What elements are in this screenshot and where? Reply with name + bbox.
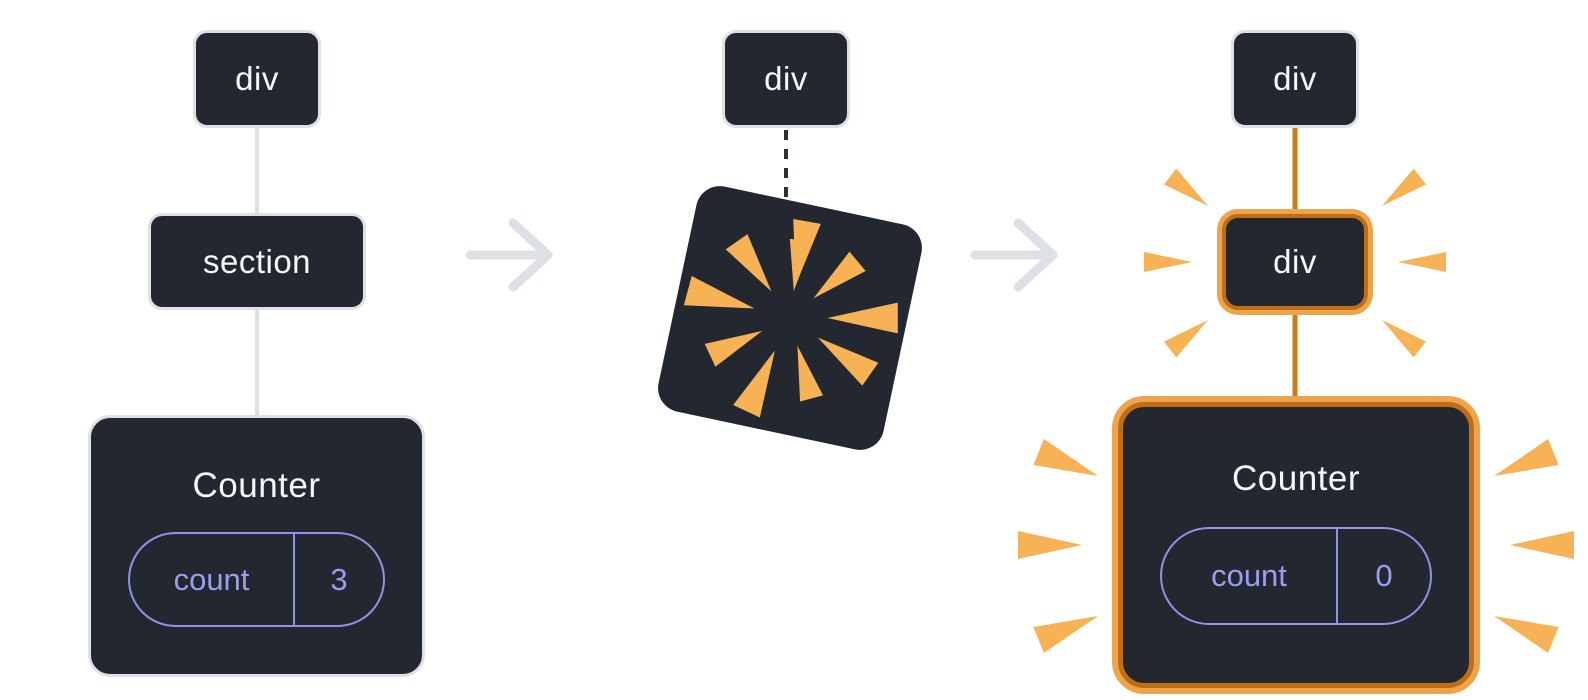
dom-node-label: div bbox=[1273, 243, 1317, 280]
dom-node-label: section bbox=[202, 242, 312, 280]
component-name: Counter bbox=[192, 466, 321, 505]
dom-node-div: div bbox=[1231, 30, 1359, 128]
state-value: 3 bbox=[293, 534, 383, 625]
state-key: count bbox=[173, 561, 250, 597]
state-key: count bbox=[1211, 558, 1287, 593]
state-value: 0 bbox=[1336, 529, 1430, 623]
explosion-spark-icon bbox=[683, 219, 898, 418]
dom-node-label: div bbox=[235, 60, 279, 97]
component-name: Counter bbox=[1231, 459, 1361, 498]
state-pill: count 3 bbox=[128, 532, 385, 627]
dom-node-section: section bbox=[148, 213, 366, 310]
arrow-right-icon bbox=[465, 218, 553, 292]
dom-node-label: div bbox=[764, 60, 808, 97]
dom-node-div: div bbox=[722, 30, 850, 128]
arrow-right-icon bbox=[970, 218, 1058, 292]
highlighted-counter-node: Counter count 0 bbox=[1118, 402, 1474, 688]
dom-node-div: div bbox=[193, 30, 321, 128]
dom-node-label: div bbox=[1273, 60, 1317, 97]
highlighted-div-node: div bbox=[1222, 214, 1368, 310]
state-pill: count 0 bbox=[1160, 527, 1432, 625]
destroyed-component-icon bbox=[658, 186, 922, 450]
component-node-counter: Counter count 3 bbox=[88, 415, 425, 677]
